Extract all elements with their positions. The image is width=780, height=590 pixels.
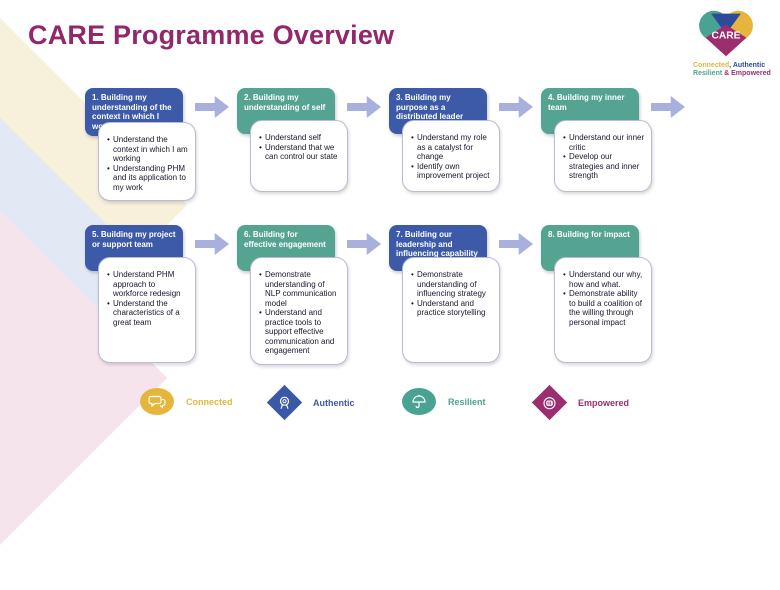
chat-bubbles-icon [140, 388, 174, 415]
step-3-bullet: Understand my role as a catalyst for cha… [411, 133, 493, 162]
step-5: 5. Building my project or support team U… [85, 225, 237, 365]
step-6-bullet: Demonstrate understanding of NLP communi… [259, 270, 341, 308]
step-5-bullet: Understand PHM approach to workforce red… [107, 270, 189, 299]
caption-connected: Connected [693, 62, 730, 69]
step-4-bullet: Understand our inner critic [563, 133, 645, 152]
step-2: 2. Building my understanding of self Und… [237, 88, 389, 201]
flow-arrow-icon [347, 96, 381, 118]
step-5-body: Understand PHM approach to workforce red… [98, 257, 196, 363]
step-3-bullet: Identify own improvement project [411, 162, 493, 181]
step-4: 4. Building my inner team Understand our… [541, 88, 693, 201]
fist-burst-icon [531, 384, 568, 421]
flow-arrow-icon [195, 233, 229, 255]
step-5-bullet: Understand the characteristics of a grea… [107, 299, 189, 328]
legend-resilient: Resilient [402, 388, 486, 415]
step-7-bullet: Understand and practice storytelling [411, 299, 493, 318]
flow-arrow-icon [651, 96, 685, 118]
legend-empowered: Empowered [531, 384, 630, 421]
steps-row-2: 5. Building my project or support team U… [85, 225, 693, 365]
flow-arrow-icon [499, 96, 533, 118]
step-6-body: Demonstrate understanding of NLP communi… [250, 257, 348, 365]
step-7: 7. Building our leadership and influenci… [389, 225, 541, 365]
legend-resilient-label: Resilient [448, 396, 486, 407]
steps-row-1: 1. Building my understanding of the cont… [85, 88, 693, 201]
legend-empowered-label: Empowered [578, 397, 630, 408]
page-title: CARE Programme Overview [28, 20, 395, 50]
step-2-bullet: Understand that we can control our state [259, 143, 341, 162]
step-3-body: Understand my role as a catalyst for cha… [402, 120, 500, 192]
step-1-bullet: Understanding PHM and its application to… [107, 164, 189, 193]
umbrella-icon [402, 388, 436, 415]
slide: CARE Programme Overview CARE Connected, … [0, 0, 780, 440]
caption-authentic: Authentic [732, 62, 766, 69]
caption-empowered: Empowered [731, 70, 771, 77]
legend-authentic: Authentic [266, 384, 355, 421]
caption-resilient: Resilient [693, 70, 723, 77]
flow-arrow-icon [347, 233, 381, 255]
step-8-bullet: Understand our why, how and what. [563, 270, 645, 289]
step-8: 8. Building for impact Understand our wh… [541, 225, 693, 365]
step-3: 3. Building my purpose as a distributed … [389, 88, 541, 201]
step-4-body: Understand our inner critic Develop our … [554, 120, 652, 192]
step-6: 6. Building for effective engagement Dem… [237, 225, 389, 365]
legend-connected-label: Connected [186, 396, 233, 407]
step-2-body: Understand self Understand that we can c… [250, 120, 348, 192]
step-7-body: Demonstrate understanding of influencing… [402, 257, 500, 363]
step-1-bullet: Understand the context in which I am wor… [107, 135, 189, 164]
step-8-bullet: Demonstrate ability to build a coalition… [563, 289, 645, 327]
step-7-bullet: Demonstrate understanding of influencing… [411, 270, 493, 299]
step-1: 1. Building my understanding of the cont… [85, 88, 237, 201]
heart-icon: CARE [699, 10, 753, 57]
step-2-bullet: Understand self [259, 133, 341, 143]
step-8-body: Understand our why, how and what. Demons… [554, 257, 652, 363]
flow-arrow-icon [499, 233, 533, 255]
award-rosette-icon [266, 384, 303, 421]
svg-text:CARE: CARE [712, 31, 741, 42]
legend-connected: Connected [140, 388, 233, 415]
step-1-body: Understand the context in which I am wor… [98, 122, 196, 201]
flow-arrow-icon [195, 96, 229, 118]
step-4-bullet: Develop our strategies and inner strengt… [563, 152, 645, 181]
care-heart-logo: CARE Connected, Authentic Resilient & Em… [693, 8, 771, 78]
legend-authentic-label: Authentic [313, 397, 355, 408]
step-6-bullet: Understand and practice tools to support… [259, 308, 341, 356]
logo-caption: Connected, Authentic Resilient & Empower… [693, 62, 771, 77]
